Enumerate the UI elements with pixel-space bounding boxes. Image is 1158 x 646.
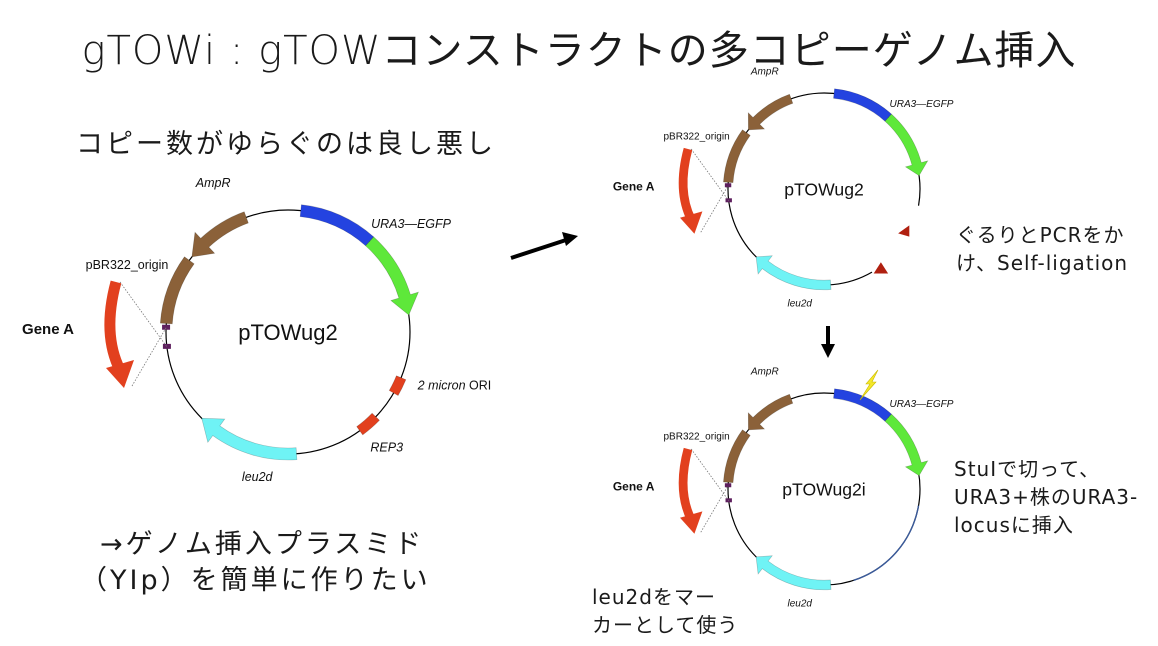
pbr322-origin-segment <box>159 256 195 325</box>
ura3-segment <box>299 204 375 247</box>
label-pbr322-origin: pBR322_origin <box>663 431 729 442</box>
lightning-cut-icon <box>859 369 879 401</box>
pbr322-origin-segment <box>723 429 751 483</box>
label-ampr: AmpR <box>750 66 779 77</box>
ampr-segment <box>191 211 249 258</box>
genea-guide-top <box>119 281 168 348</box>
insert-site-right <box>724 483 732 488</box>
primer-forward-icon <box>898 225 910 237</box>
rep3-segment <box>356 412 380 436</box>
genea-guide-top <box>690 448 730 501</box>
pbr322-origin-segment <box>723 129 751 183</box>
plasmid-pTOWug2-pcr: AmpR pBR322_origin URA3—EGFP leu2d Gene A pTO… <box>613 66 954 309</box>
label-pbr322-origin: pBR322_origin <box>663 131 729 142</box>
note-marker-line1: leu2dをマー <box>592 585 716 609</box>
label-2micron-italic: 2 micron <box>417 378 466 392</box>
note-genome-insertion-line2: （YIp）を簡単に作りたい <box>80 565 431 596</box>
arrow-right <box>510 238 567 260</box>
label-2micron-rest: ORI <box>466 378 492 392</box>
label-genea: Gene A <box>613 180 655 194</box>
genea-arrow-body <box>678 147 696 222</box>
insert-site-left <box>162 343 171 349</box>
arrow-down-head <box>821 344 835 358</box>
label-leu2d: leu2d <box>787 298 812 309</box>
note-stui-line3: locusに挿入 <box>954 513 1074 537</box>
insert-site-right <box>162 324 171 330</box>
insert-site-right <box>724 183 732 188</box>
note-genome-insertion-line1: →ゲノム挿入プラスミド <box>100 529 425 560</box>
genea-guide-bottom <box>131 327 167 387</box>
genea-arrow-body <box>104 280 125 373</box>
leu2d-segment <box>201 417 298 461</box>
note-marker-line2: カーとして使う <box>592 613 739 637</box>
plasmid-name: pTOWug2i <box>782 479 865 499</box>
egfp-segment <box>884 113 929 177</box>
genea-arrow-head <box>680 211 703 234</box>
plasmid-name: pTOWug2 <box>784 179 864 199</box>
label-pbr322-origin: pBR322_origin <box>86 258 169 272</box>
subtitle-copy-number: コピー数がゆらぐのは良し悪し <box>76 129 496 160</box>
leu2d-segment <box>755 555 832 591</box>
label-genea: Gene A <box>613 480 655 494</box>
plasmid-pTOWug2i: AmpR pBR322_origin URA3—EGFP leu2d Gene A pTO… <box>613 366 954 609</box>
label-ampr: AmpR <box>750 366 779 377</box>
label-ura3-egfp: URA3—EGFP <box>890 99 954 110</box>
plasmid-name: pTOWug2 <box>238 320 337 345</box>
integration-region <box>853 505 920 581</box>
label-ura3-egfp: URA3—EGFP <box>890 399 954 410</box>
label-genea: Gene A <box>22 321 74 338</box>
label-2micron-ori: 2 micron ORI <box>417 378 492 392</box>
ampr-segment <box>747 93 794 131</box>
primer-reverse-icon <box>873 262 889 274</box>
genea-arrow-body <box>678 447 696 522</box>
2micron-ori-segment <box>388 375 407 396</box>
egfp-segment <box>884 413 929 477</box>
label-rep3: REP3 <box>370 440 403 454</box>
note-pcr-line2: け、Self-ligation <box>956 251 1129 275</box>
label-ampr: AmpR <box>195 176 231 190</box>
genea-arrow-head <box>680 511 703 534</box>
slide-title: gTOWi : gTOWコンストラクトの多コピーゲノム挿入 <box>81 28 1077 74</box>
label-leu2d: leu2d <box>787 598 812 609</box>
genea-guide-bottom <box>700 485 729 533</box>
leu2d-segment <box>755 255 832 291</box>
ura3-segment <box>833 388 892 422</box>
note-pcr-line1: ぐるりとPCRをか <box>956 223 1125 247</box>
egfp-segment <box>365 236 419 316</box>
plasmid-pTOWug2-main: AmpR pBR322_origin URA3—EGFP leu2d Gene A pTO… <box>22 176 491 484</box>
ampr-segment <box>747 393 794 431</box>
label-ura3-egfp: URA3—EGFP <box>371 217 452 231</box>
genea-guide-top <box>690 148 730 201</box>
genea-guide-bottom <box>700 185 729 233</box>
genea-arrow-head <box>106 360 134 388</box>
label-leu2d: leu2d <box>242 470 274 484</box>
note-stui-line1: StuIで切って、 <box>954 457 1101 481</box>
note-stui-line2: URA3+株のURA3- <box>954 485 1139 509</box>
arrow-right-head <box>562 232 578 246</box>
ura3-segment <box>833 88 892 122</box>
